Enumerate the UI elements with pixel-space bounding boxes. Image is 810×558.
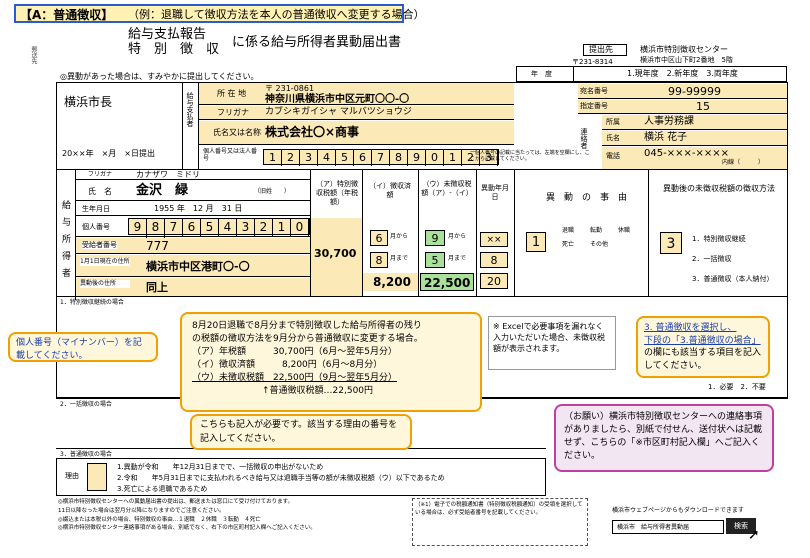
address-number: 99-99999 (668, 85, 721, 98)
submit-address: 横浜市中区山下町2番地 5階 (640, 56, 733, 64)
reason-number: 1 (526, 232, 546, 252)
callout-excel: ※ Excelで必要事項を漏れなく入力いただいた場合、未徴収税額が表示されます。 (488, 316, 616, 370)
uncollected-cell: 22,500 (420, 273, 474, 291)
person-row: 氏名 横浜 花子 (602, 131, 787, 146)
callout-normal: 3. 普通徴収を選択し、 下段の「3.普通徴収の場合」 の欄にも該当する項目を記… (636, 316, 770, 378)
employer-furigana: カブシキガイシャ マルバツショウジ (265, 107, 412, 117)
emp-furigana: カナザワ ミドリ (136, 170, 200, 179)
date-day: 20 (480, 273, 508, 289)
employer-furigana-row: フリガナ カブシキガイシャ マルバツショウジ (199, 106, 514, 120)
callout-mynumber: 個人番号（マイナンバー）を記載してください。 (8, 332, 158, 362)
recipient-name: 横浜市長 (64, 95, 113, 109)
collected-cell: 8,200 (363, 273, 418, 291)
cursor-icon: ➚ (748, 527, 760, 543)
employee-side: 給与所得者 (60, 200, 70, 285)
contact-label: 連絡者 (580, 128, 588, 149)
corp-note: 一個人番号の記載に当たっては、左端を空欄にし、ここから記載してください。 (470, 150, 590, 162)
emp-after-row: 異動後の住所 同上 (76, 278, 310, 296)
emp-jan1-address: 横浜市中区港町〇-〇 (146, 260, 250, 273)
spec-number: 15 (696, 100, 710, 113)
annual-tax-cell (311, 218, 362, 296)
from-month-i: 6 (370, 230, 388, 246)
submit-box: 提出先 (583, 44, 627, 56)
side-strip: 郵送先 (30, 46, 37, 64)
phone-row: 電話 045-×××-×××× 内線（ ） (602, 147, 787, 169)
reason-2: 2.令和 年5月31日までに支払われるべき給与又は退職手当等の額が未徴収税額（ウ… (117, 474, 445, 482)
web-note: 横浜市ウェブページからもダウンロードできます (612, 507, 744, 514)
title-banner: 【A：普通徴収】 （例：退職して徴収方法を本人の普通徴収へ変更する場合） (14, 4, 425, 23)
callout-main: 8月20日退職で8月分まで特別徴収した給与所得者の残り の税額の徴収方法を9月分… (180, 312, 482, 412)
employer-address-row: 所 在 地 〒 231-0861 神奈川県横浜市中区元町〇〇-〇 (199, 83, 514, 105)
emp-name-row: 氏 名 金沢 緑 （旧姓 ） (76, 181, 310, 201)
form-title-3: に係る給与所得者異動届出書 (232, 35, 402, 50)
emp-name: 金沢 緑 (136, 183, 189, 198)
col-annual: （ア）特別徴収税額（年税額） (316, 180, 358, 207)
form-title-2: 特 別 徴 収 (128, 42, 220, 57)
address-number-row: 宛名番号 99-99999 (578, 84, 787, 99)
date-month: 8 (480, 252, 508, 268)
employer-name-row: 氏名又は名称 株式会社〇×商事 (199, 121, 514, 145)
employer-side: 給与支払者 (186, 92, 194, 127)
submit-center: 横浜市特別徴収センター (640, 45, 728, 54)
emp-mynumber: 987654321012 (128, 218, 310, 253)
normal-reason-input (87, 463, 107, 491)
title-label: 【A：普通徴収】 (20, 8, 114, 22)
section-2: 2．一括徴収の場合 (60, 401, 112, 408)
employer-name: 株式会社〇×商事 (265, 125, 360, 139)
form-title-1: 給与支払報告 (128, 27, 207, 42)
notes: ◎横浜市特別徴収センターへの異動届出書の提出は、郵送または窓口にて受け付けており… (58, 499, 316, 532)
notice-box: （※1）電子での税額通知書（特別徴収税額通知）の受領を選択している場合は、必ず受… (412, 498, 588, 546)
dept-row: 所属 人事労務課 (602, 115, 787, 130)
emp-birth: 1955 年 12 月 31 日 (154, 204, 243, 213)
emp-mynumber-row: 個人番号 987654321012 (76, 217, 310, 253)
dept-name: 人事労務課 (644, 116, 694, 127)
method-opt-1: 1．特別徴収継続 (692, 235, 746, 243)
normal-reason-box: 理由 1.異動が令和 年12月31日までで、一括徴収の申出がないため 2.令和 … (56, 458, 546, 496)
annual-tax: 30,700 (314, 247, 357, 260)
prompt-text: ◎異動があった場合は、すみやかに提出してください。 (60, 72, 259, 81)
section-3: 3．普通徴収の場合 (60, 451, 112, 458)
extension: 内線（ ） (722, 159, 765, 166)
col-method: 異動後の未徴収税額の徴収方法 (663, 184, 775, 193)
emp-furigana-row: フリガナ カナザワ ミドリ (76, 170, 310, 180)
emp-old-name: （旧姓 ） (254, 188, 291, 195)
year-row: 年 度 1.現年度 2.新年度 3.両年度 (516, 66, 787, 82)
person-name: 横浜 花子 (644, 132, 688, 143)
reason-1: 1.異動が令和 年12月31日までで、一括徴収の申出がないため (117, 463, 324, 471)
reason-options: 退職 転勤 休職 死亡 その他 (562, 227, 631, 248)
method-opt-3: 3．普通徴収（本人納付） (692, 275, 774, 283)
emp-jan1-row: 1月1日現在の住所 横浜市中区港町〇-〇 (76, 255, 310, 277)
phone-number: 045-×××-×××× (644, 148, 729, 159)
col-date: 異動年月日 (481, 184, 509, 202)
reason-3: 3.死亡による退職であるため (117, 485, 208, 493)
emp-recipient-row: 受給者番号 777 (76, 238, 310, 254)
search-box[interactable]: 横浜市 給与所得者異動届 (612, 520, 724, 534)
col-uncollected: （ウ）未徴収税額（ア）-（イ） (421, 180, 473, 198)
emp-birth-row: 生年月日 1955 年 12 月 31 日 (76, 202, 310, 216)
search-button[interactable]: 検索 (726, 518, 756, 534)
section-1: 1．特別徴収継続の場合 (60, 299, 124, 306)
method-opt-2: 2．一括徴収 (692, 255, 732, 263)
employer-address: 神奈川県横浜市中区元町〇〇-〇 (265, 94, 410, 105)
col-collected: （イ）徴収済額 (369, 182, 411, 200)
zip: 〒 231-0861 (265, 84, 315, 93)
date-year: ×× (480, 232, 508, 247)
emp-recipient-no: 777 (146, 239, 169, 253)
submit-zip: 〒231-8314 (572, 58, 613, 66)
submit-date: 20××年 ×月 ×日提出 (62, 149, 155, 158)
callout-request: （お願い）横浜市特別徴収センターへの連絡事項がありましたら、別紙で付せん、送付状… (554, 404, 774, 472)
needed-options: 1．必要 2．不要 (708, 383, 766, 391)
callout-reason: こちらも記入が必要です。該当する理由の番号を記入してください。 (190, 414, 412, 450)
to-month-i: 8 (370, 252, 388, 268)
from-month-u: 9 (425, 230, 445, 246)
method-number: 3 (660, 232, 682, 254)
col-reason: 異 動 の 事 由 (546, 193, 628, 203)
spec-number-row: 指定番号 15 (578, 100, 787, 114)
emp-after-address: 同上 (146, 281, 168, 294)
to-month-u: 5 (425, 252, 445, 268)
title-note: （例：退職して徴収方法を本人の普通徴収へ変更する場合） (128, 8, 425, 21)
